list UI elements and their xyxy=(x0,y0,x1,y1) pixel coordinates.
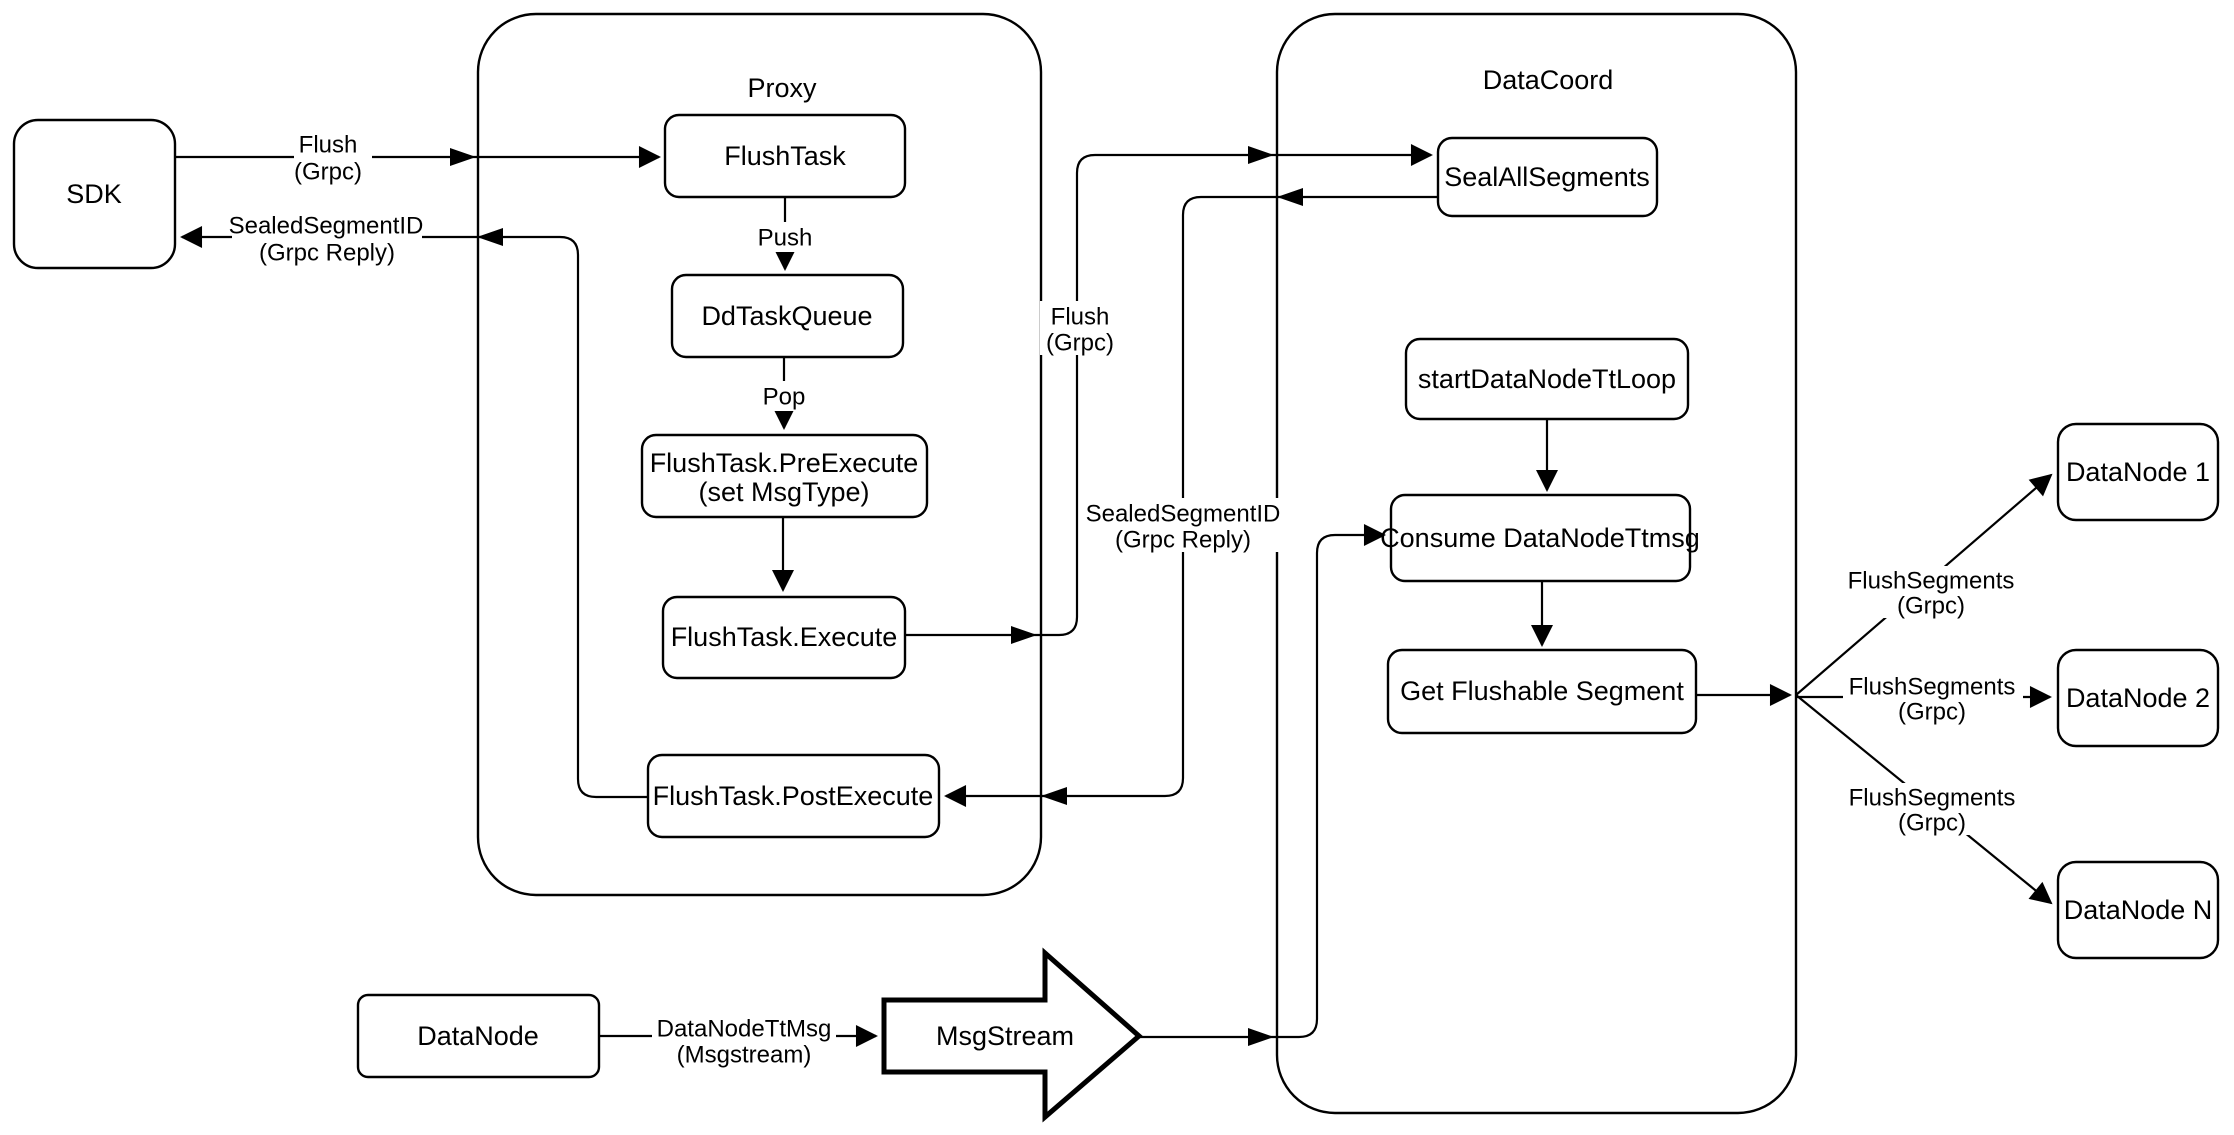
edge-sealallsegments-to-postexecute xyxy=(944,195,1438,807)
edge-msgstream-to-consume xyxy=(1137,524,1386,1039)
svg-text:DataNode: DataNode xyxy=(417,1021,539,1051)
node-sealallsegments: SealAllSegments xyxy=(1436,136,1659,218)
svg-text:FlushSegments: FlushSegments xyxy=(1849,674,2016,701)
node-flushtask: FlushTask xyxy=(663,113,907,199)
node-datanode-n: DataNode N xyxy=(2056,860,2220,960)
edge-flush-datacoord-boundary-arrow xyxy=(1248,146,1274,164)
edge-label-sealedsegmentid-mid: SealedSegmentID (Grpc Reply) xyxy=(1086,498,1281,554)
msgstream-block-arrow xyxy=(881,947,1143,1123)
svg-text:FlushTask.Execute: FlushTask.Execute xyxy=(671,622,898,652)
node-consumedatanodettmsg: Consume DataNodeTtmsg xyxy=(1380,493,1700,583)
edge-postexecute-to-sdk xyxy=(180,226,648,799)
svg-text:DataNode 1: DataNode 1 xyxy=(2066,457,2210,487)
svg-text:DataNode N: DataNode N xyxy=(2064,895,2213,925)
node-flushtask-postexecute: FlushTask.PostExecute xyxy=(646,753,941,839)
proxy-container: Proxy xyxy=(476,12,1043,897)
edge-label-flushsegments-3: FlushSegments (Grpc) xyxy=(1843,783,2023,837)
edge-label-sealedsegmentid-left: SealedSegmentID (Grpc Reply) xyxy=(229,211,424,267)
svg-text:SealedSegmentID: SealedSegmentID xyxy=(229,213,424,240)
svg-text:(Grpc): (Grpc) xyxy=(1897,593,1965,620)
edge-label-push: Push xyxy=(753,222,817,252)
svg-text:Flush: Flush xyxy=(1051,304,1110,331)
edge-label-pop: Pop xyxy=(756,381,812,411)
svg-text:SealAllSegments: SealAllSegments xyxy=(1444,162,1650,192)
svg-text:DataNodeTtMsg: DataNodeTtMsg xyxy=(657,1016,832,1043)
node-datanode-1: DataNode 1 xyxy=(2056,422,2220,522)
node-datanode-2: DataNode 2 xyxy=(2056,648,2220,748)
edge-sdk-to-flushtask-boundary-arrow xyxy=(450,148,476,166)
svg-text:Flush: Flush xyxy=(299,132,358,159)
svg-text:(Grpc): (Grpc) xyxy=(1046,330,1114,357)
svg-text:(Grpc): (Grpc) xyxy=(294,159,362,186)
proxy-container-title: Proxy xyxy=(747,73,817,103)
svg-text:(set MsgType): (set MsgType) xyxy=(698,477,869,507)
svg-text:Consume DataNodeTtmsg: Consume DataNodeTtmsg xyxy=(1380,523,1700,553)
edge-label-flush-grpc-left: Flush (Grpc) xyxy=(294,128,372,186)
datacoord-container-title: DataCoord xyxy=(1483,65,1614,95)
node-ddtaskqueue: DdTaskQueue xyxy=(670,273,905,359)
node-datanode: DataNode xyxy=(356,993,601,1079)
node-msgstream: MsgStream xyxy=(881,947,1143,1123)
svg-text:Get Flushable Segment: Get Flushable Segment xyxy=(1400,676,1684,706)
edge-label-flush-grpc-mid: Flush (Grpc) xyxy=(1040,301,1120,357)
svg-text:(Msgstream): (Msgstream) xyxy=(677,1042,812,1069)
edge-postexecute-proxy-boundary-arrow xyxy=(477,228,503,246)
svg-text:FlushSegments: FlushSegments xyxy=(1848,568,2015,595)
edge-execute-to-sealallsegments xyxy=(905,144,1433,637)
node-startdatanodettloop: startDataNodeTtLoop xyxy=(1404,337,1690,421)
svg-text:DataNode 2: DataNode 2 xyxy=(2066,683,2210,713)
edge-msgstream-datacoord-boundary-arrow xyxy=(1248,1028,1274,1046)
svg-text:(Grpc Reply): (Grpc Reply) xyxy=(1115,527,1251,554)
edge-label-datanodettmsg: DataNodeTtMsg (Msgstream) xyxy=(652,1014,836,1069)
svg-text:(Grpc): (Grpc) xyxy=(1898,810,1966,837)
node-flushtask-execute: FlushTask.Execute xyxy=(661,595,907,680)
node-flushtask-preexecute: FlushTask.PreExecute (set MsgType) xyxy=(640,433,929,519)
svg-text:Pop: Pop xyxy=(763,384,806,411)
svg-text:FlushTask.PreExecute: FlushTask.PreExecute xyxy=(650,448,919,478)
edge-reply-datacoord-boundary-arrow xyxy=(1277,188,1303,206)
svg-text:(Grpc): (Grpc) xyxy=(1898,699,1966,726)
svg-text:Push: Push xyxy=(758,225,813,252)
datacoord-container: DataCoord xyxy=(1275,12,1798,1115)
svg-text:startDataNodeTtLoop: startDataNodeTtLoop xyxy=(1418,364,1676,394)
svg-text:FlushTask.PostExecute: FlushTask.PostExecute xyxy=(653,781,934,811)
svg-text:FlushSegments: FlushSegments xyxy=(1849,785,2016,812)
svg-text:SDK: SDK xyxy=(66,179,122,209)
svg-text:(Grpc Reply): (Grpc Reply) xyxy=(259,240,395,267)
svg-text:FlushTask: FlushTask xyxy=(724,141,846,171)
edge-label-flushsegments-2: FlushSegments (Grpc) xyxy=(1843,672,2023,726)
node-getflushablesegment: Get Flushable Segment xyxy=(1386,648,1698,735)
node-sdk: SDK xyxy=(12,118,177,270)
svg-text:DdTaskQueue: DdTaskQueue xyxy=(701,301,872,331)
svg-text:SealedSegmentID: SealedSegmentID xyxy=(1086,501,1281,528)
svg-text:MsgStream: MsgStream xyxy=(936,1021,1074,1051)
edge-reply-proxy-boundary-arrow xyxy=(1041,787,1067,805)
edge-execute-proxy-boundary-arrow xyxy=(1011,626,1037,644)
edge-label-flushsegments-1: FlushSegments (Grpc) xyxy=(1842,566,2022,620)
